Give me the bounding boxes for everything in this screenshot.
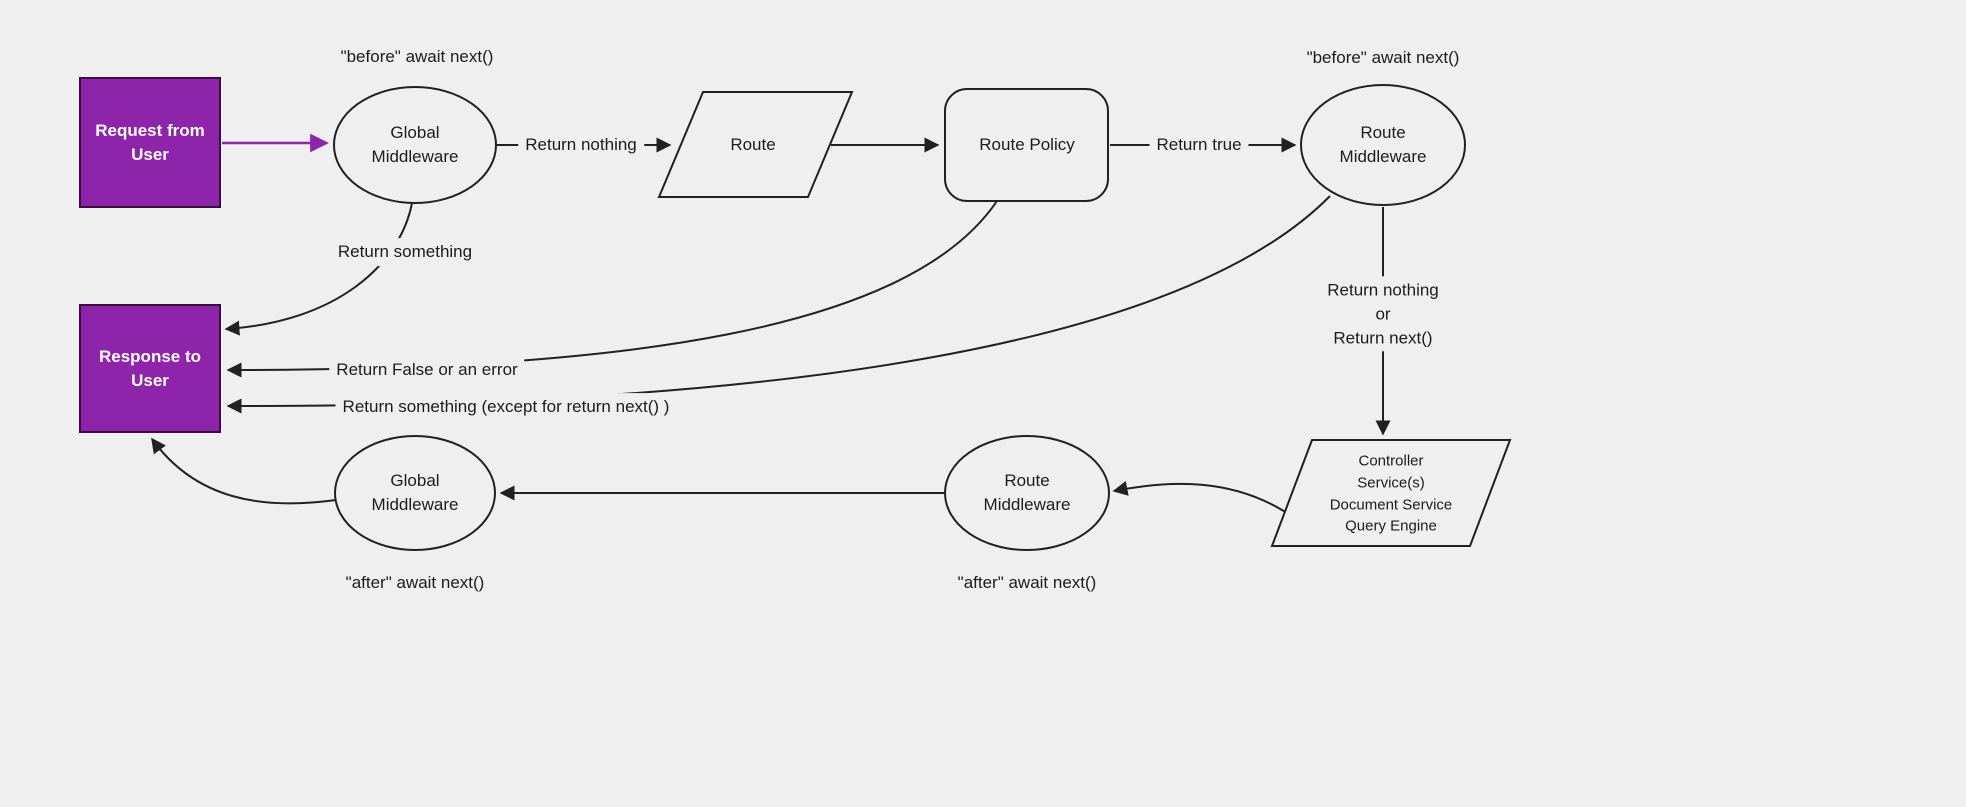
response-to-user-box <box>79 304 221 433</box>
return-nothing-or-next-label: Return nothing or Return next() <box>1320 276 1446 352</box>
before-await-next-left-label: "before" await next() <box>340 47 494 67</box>
route-policy-box <box>944 88 1109 202</box>
before-await-next-right-label: "before" await next() <box>1306 48 1460 68</box>
request-from-user-box <box>79 77 221 208</box>
route-middleware-bottom-label: Route Middleware <box>983 471 1071 514</box>
return-something-label: Return something <box>330 238 480 266</box>
after-await-next-left-label: "after" await next() <box>345 573 485 593</box>
route-middleware-top-ellipse <box>1300 84 1466 206</box>
global-middleware-top-label: Global Middleware <box>371 123 459 166</box>
global-middleware-bottom-label: Global Middleware <box>371 471 459 514</box>
route-policy-label: Route Policy <box>979 135 1075 155</box>
response-to-user-label: Response to User <box>98 347 202 390</box>
route-middleware-top-label: Route Middleware <box>1339 123 1427 166</box>
return-true-label: Return true <box>1149 131 1249 159</box>
return-something-except-label: Return something (except for return next… <box>335 393 677 421</box>
request-from-user-label: Request from User <box>95 121 205 164</box>
controller-parallelogram <box>1270 439 1512 547</box>
global-middleware-bottom-ellipse <box>334 435 496 551</box>
return-false-or-error-label: Return False or an error <box>329 356 525 384</box>
route-label: Route <box>730 135 776 155</box>
route-parallelogram <box>657 91 854 198</box>
edge-controller-to-route-middleware-bottom <box>1112 481 1294 518</box>
global-middleware-top-ellipse <box>333 86 497 204</box>
controller-stack-label: Controller Service(s) Document Service Q… <box>1329 452 1453 535</box>
return-nothing-label: Return nothing <box>518 131 644 159</box>
edge-global-middleware-return-something <box>224 202 413 336</box>
edge-global-middleware-bottom-to-response <box>151 437 337 505</box>
route-middleware-bottom-ellipse <box>944 435 1110 551</box>
after-await-next-right-label: "after" await next() <box>957 573 1097 593</box>
edge-route-policy-return-false <box>226 200 998 378</box>
